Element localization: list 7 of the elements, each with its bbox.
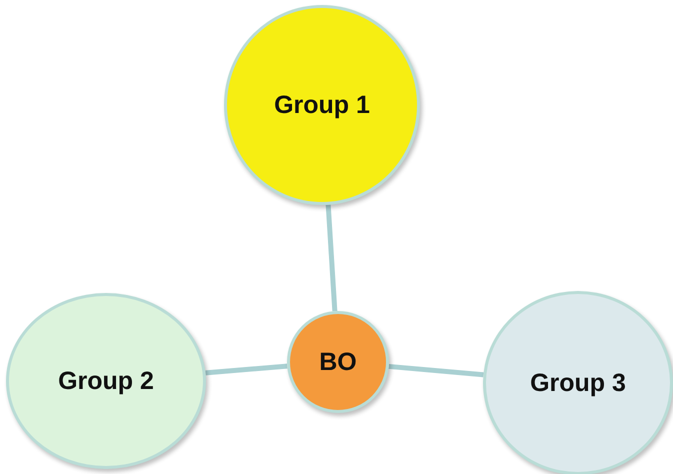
node-label: Group 2 [58,366,154,396]
connector-line [388,364,484,378]
connector-line [326,204,338,312]
node-label: BO [319,348,357,376]
node-label: Group 3 [530,368,626,398]
connector-line [205,364,288,376]
node-label: Group 1 [274,90,370,120]
